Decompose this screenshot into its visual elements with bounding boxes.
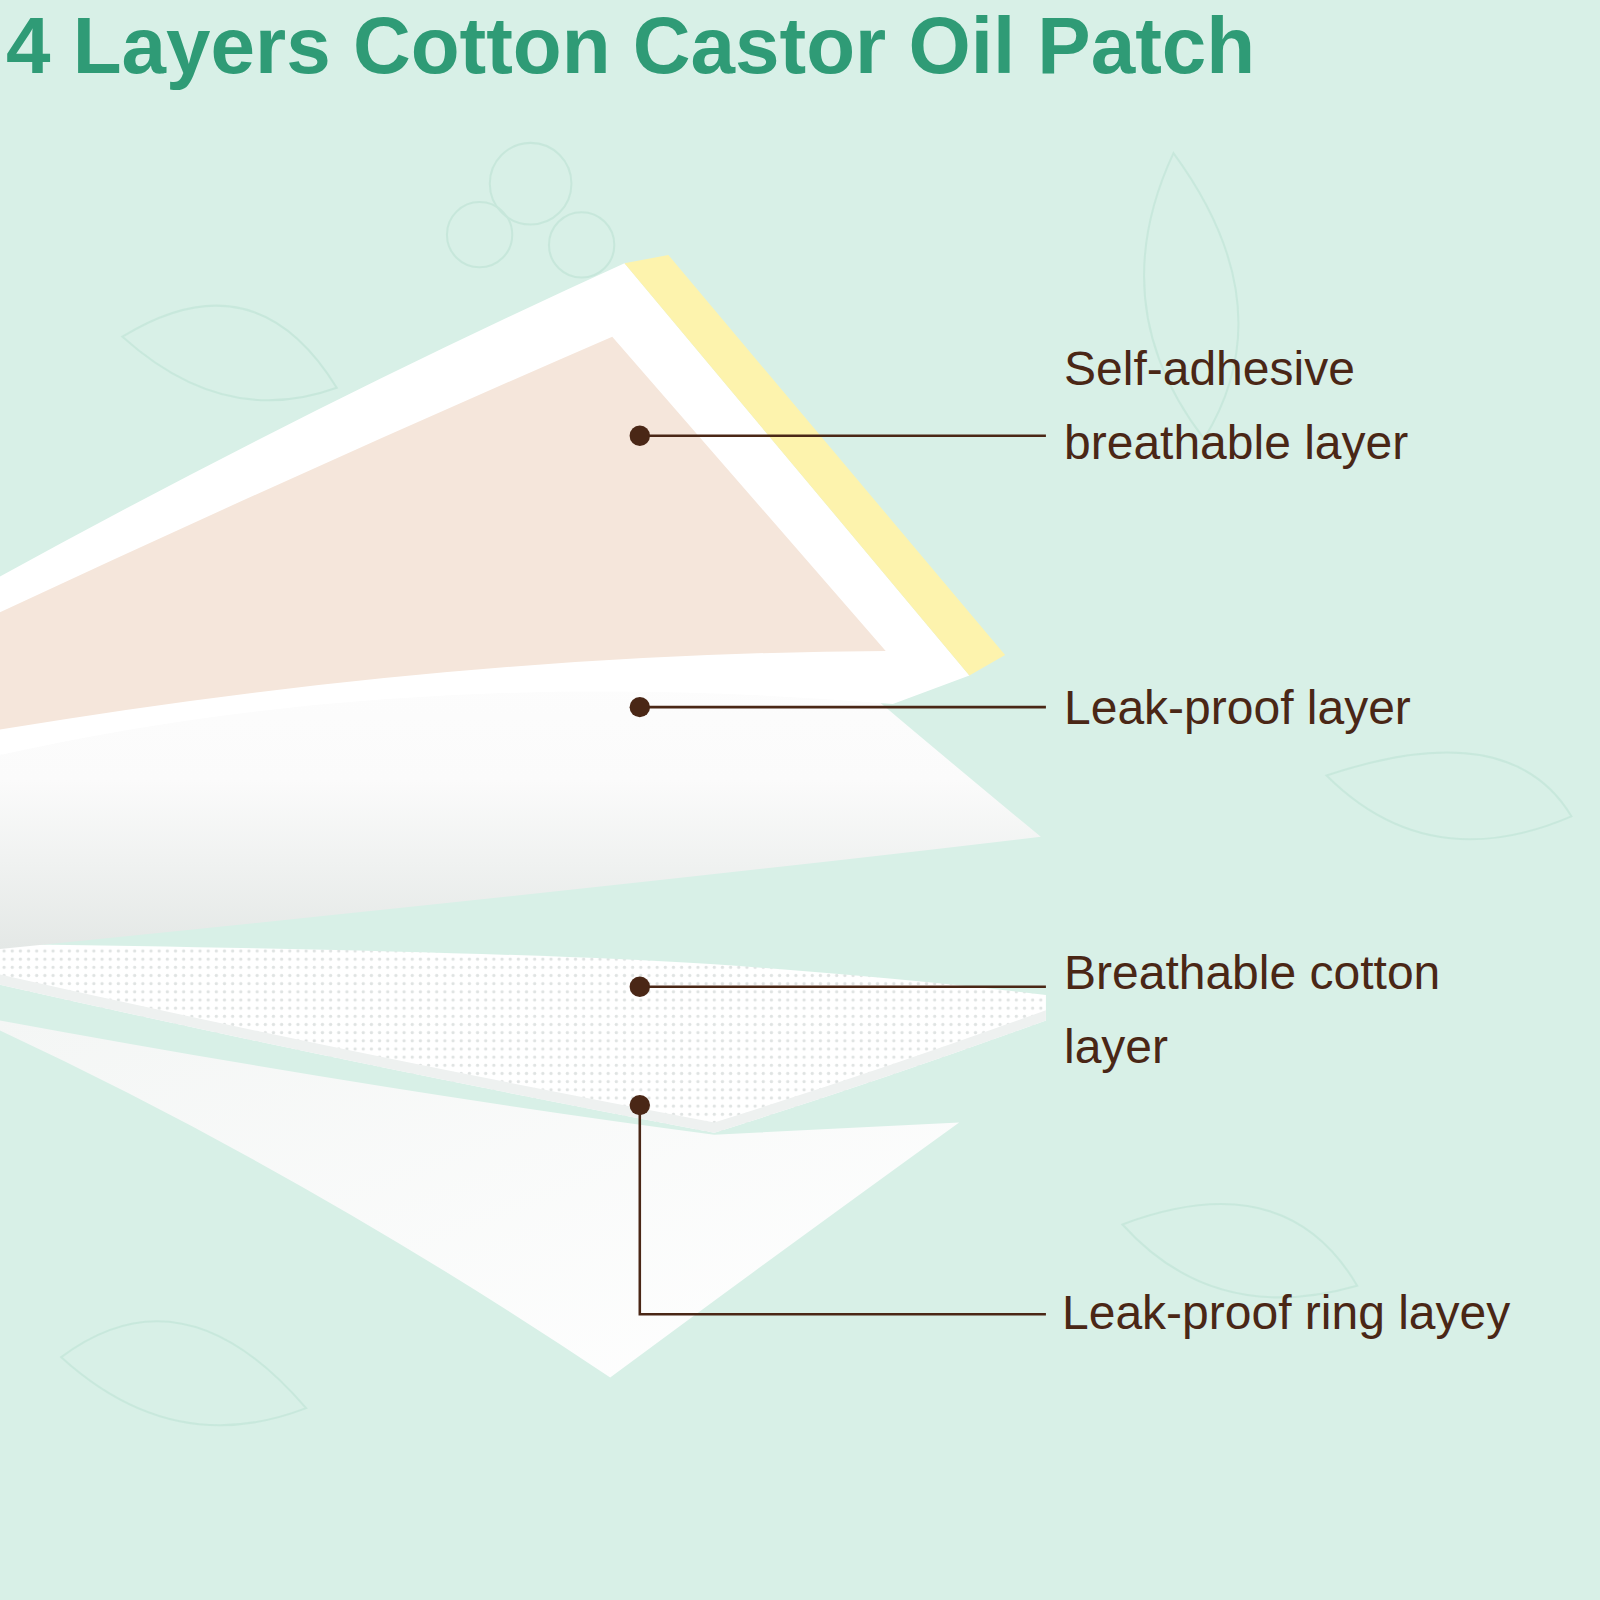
part-label: Breathable cotton layer [1064,936,1534,1084]
leader-dots [630,426,650,1116]
title: 4 Layers Cotton Castor Oil Patch [6,2,1255,90]
adhesive-layer [0,263,969,755]
adhesive-pad [0,337,886,730]
leader-lines [640,436,1046,1315]
part-label: Self-adhesive breathable layer [1064,332,1544,480]
part-label: Leak-proof layer [1064,671,1564,745]
part-label: Leak-proof ring layey [1062,1276,1510,1350]
cotton-layer [0,944,1046,1133]
